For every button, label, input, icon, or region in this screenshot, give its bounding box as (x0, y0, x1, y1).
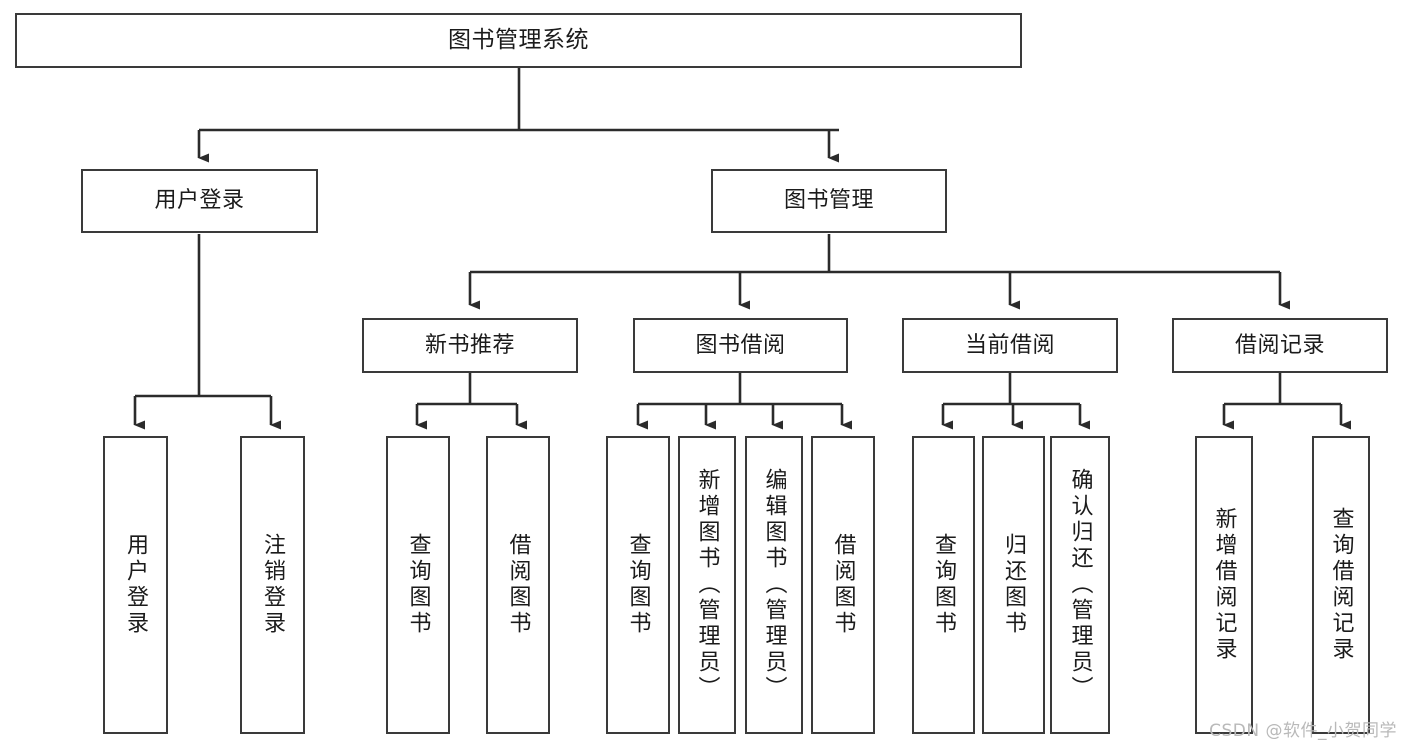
node-label: 确认归还（管理员） (1067, 468, 1093, 702)
node-label: 查询图书 (405, 533, 431, 637)
node-label: 新增借阅记录 (1211, 507, 1237, 663)
node-root-system[interactable]: 图书管理系统 (15, 13, 1022, 68)
node-label: 新书推荐 (424, 332, 515, 358)
node-label: 当前借阅 (964, 332, 1055, 358)
node-new-book-recommend[interactable]: 新书推荐 (362, 318, 578, 373)
leaf-add-borrow-record[interactable]: 新增借阅记录 (1195, 436, 1253, 734)
leaf-user-login[interactable]: 用户登录 (103, 436, 168, 734)
node-user-login[interactable]: 用户登录 (81, 169, 318, 233)
node-label: 归还图书 (1001, 533, 1027, 637)
node-label: 新增图书（管理员） (694, 468, 720, 702)
leaf-logout[interactable]: 注销登录 (240, 436, 305, 734)
leaf-edit-book-admin[interactable]: 编辑图书（管理员） (745, 436, 803, 734)
leaf-query-books-recommend[interactable]: 查询图书 (386, 436, 450, 734)
leaf-borrow-books[interactable]: 借阅图书 (811, 436, 875, 734)
leaf-query-books-current[interactable]: 查询图书 (912, 436, 975, 734)
node-label: 借阅图书 (505, 533, 531, 637)
leaf-add-book-admin[interactable]: 新增图书（管理员） (678, 436, 736, 734)
watermark-text: CSDN @软件_小贺同学 (1209, 721, 1397, 741)
node-label: 查询图书 (931, 533, 957, 637)
leaf-query-borrow-record[interactable]: 查询借阅记录 (1312, 436, 1370, 734)
node-current-borrow[interactable]: 当前借阅 (902, 318, 1118, 373)
node-label: 注销登录 (260, 533, 286, 637)
node-label: 图书借阅 (695, 332, 786, 358)
leaf-return-books[interactable]: 归还图书 (982, 436, 1045, 734)
node-book-management[interactable]: 图书管理 (711, 169, 947, 233)
node-label: 借阅图书 (830, 533, 856, 637)
node-label: 编辑图书（管理员） (761, 468, 787, 702)
node-label: 图书管理系统 (448, 27, 589, 54)
node-book-borrow[interactable]: 图书借阅 (633, 318, 848, 373)
node-label: 图书管理 (783, 188, 874, 214)
leaf-borrow-books-recommend[interactable]: 借阅图书 (486, 436, 550, 734)
node-label: 查询图书 (625, 533, 651, 637)
node-label: 借阅记录 (1234, 332, 1325, 358)
node-label: 用户登录 (123, 533, 149, 637)
leaf-confirm-return-admin[interactable]: 确认归还（管理员） (1050, 436, 1110, 734)
node-label: 查询借阅记录 (1328, 507, 1354, 663)
node-label: 用户登录 (154, 188, 245, 214)
node-borrow-records[interactable]: 借阅记录 (1172, 318, 1388, 373)
leaf-query-books-borrow[interactable]: 查询图书 (606, 436, 670, 734)
